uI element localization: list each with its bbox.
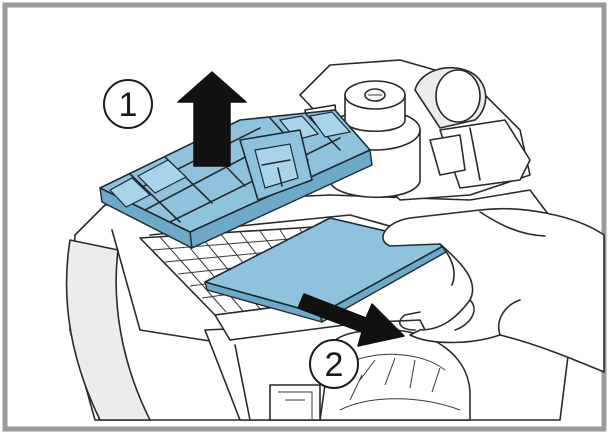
arrow-up-icon [177, 71, 247, 167]
step-1-badge: 1 [103, 79, 153, 129]
container-assembly [299, 59, 531, 201]
arrow-out-icon [297, 293, 405, 347]
step-2-badge: 2 [309, 339, 359, 389]
step-2-number: 2 [325, 346, 344, 384]
fan-housing [269, 328, 471, 421]
hand-illustration [382, 207, 605, 373]
step-1-number: 1 [119, 86, 138, 124]
filter-cover [99, 109, 373, 249]
